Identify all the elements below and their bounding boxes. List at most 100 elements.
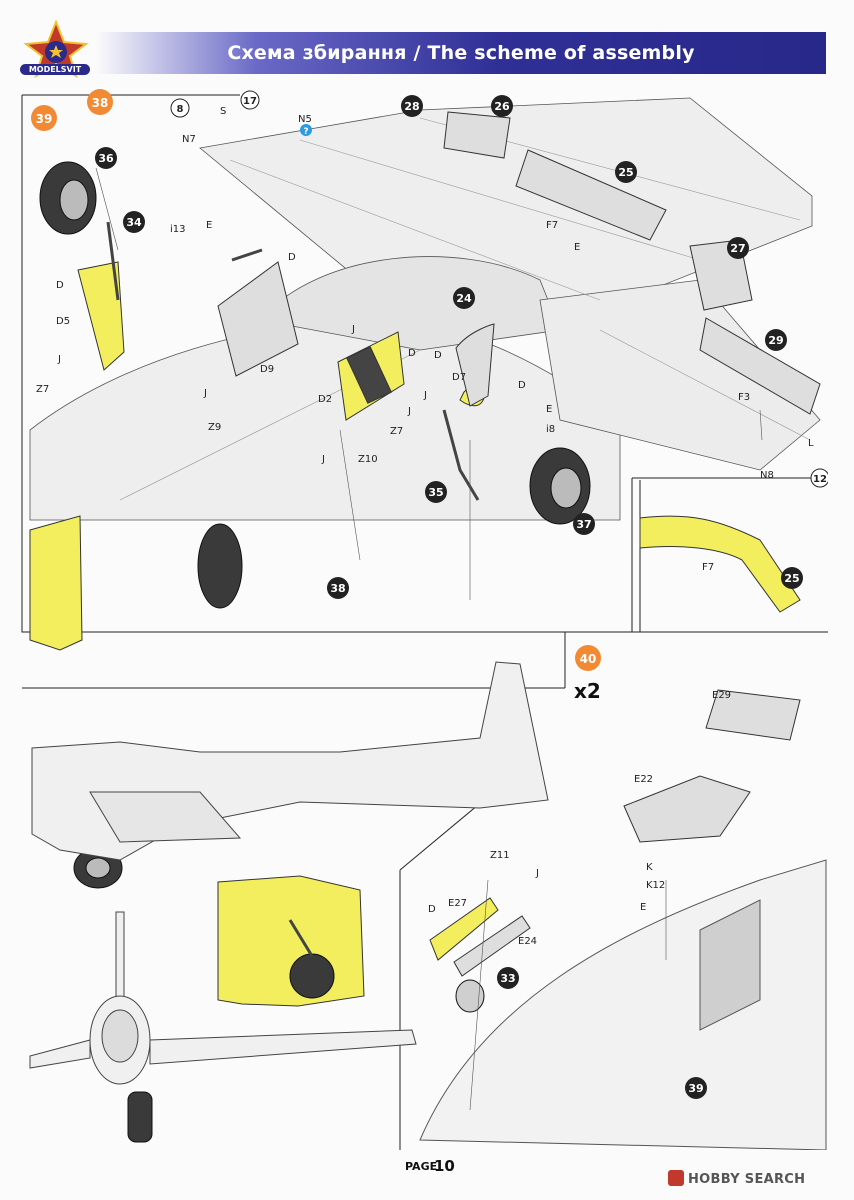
svg-text:J: J xyxy=(423,390,427,401)
quantity-x2: x2 xyxy=(574,679,601,703)
svg-text:D: D xyxy=(408,348,416,359)
step-marker-39: 39 xyxy=(31,105,57,131)
svg-text:E22: E22 xyxy=(634,774,653,785)
aircraft-side-view xyxy=(31,661,549,861)
part-number-callouts: 8 17 12 xyxy=(170,90,828,488)
svg-text:J: J xyxy=(535,868,539,879)
subassembly-callouts: 28 26 25 27 29 36 34 24 35 37 38 25 33 3… xyxy=(95,95,803,1099)
svg-text:D: D xyxy=(434,350,442,361)
svg-text:E: E xyxy=(546,404,552,415)
svg-text:L: L xyxy=(808,438,814,449)
wheel-inset xyxy=(197,523,243,609)
panel-e24 xyxy=(453,915,531,977)
gear-door-inset xyxy=(217,875,365,1007)
gear-leg-bay xyxy=(29,515,83,651)
grey-panels xyxy=(217,111,821,977)
svg-text:J: J xyxy=(203,388,207,399)
panel-d9 xyxy=(217,261,299,377)
svg-text:27: 27 xyxy=(730,242,745,255)
svg-text:i13: i13 xyxy=(170,224,186,235)
svg-text:N7: N7 xyxy=(182,134,196,145)
page-number: 10 xyxy=(434,1157,455,1175)
svg-text:E: E xyxy=(640,902,646,913)
door-e27 xyxy=(429,897,499,961)
svg-text:38: 38 xyxy=(330,582,345,595)
highlighted-parts xyxy=(29,261,801,1007)
svg-text:35: 35 xyxy=(428,486,443,499)
wheel-front xyxy=(127,1091,153,1143)
panel-29 xyxy=(699,317,821,415)
svg-text:37: 37 xyxy=(576,518,591,531)
svg-text:D: D xyxy=(428,904,436,915)
svg-text:Z7: Z7 xyxy=(36,384,49,395)
aircraft-front-view xyxy=(29,911,417,1085)
svg-text:34: 34 xyxy=(126,216,142,229)
fillet-inset xyxy=(639,515,801,613)
part-labels-bottom: E29 E22 K K12 E Z11 J D E27 E24 xyxy=(428,690,731,947)
panel-e29 xyxy=(705,689,801,741)
svg-text:D2: D2 xyxy=(318,394,332,405)
svg-text:29: 29 xyxy=(768,334,783,347)
svg-text:J: J xyxy=(321,454,325,465)
svg-text:F7: F7 xyxy=(546,220,558,231)
svg-text:D7: D7 xyxy=(452,372,466,383)
svg-text:26: 26 xyxy=(494,100,510,113)
svg-text:Z11: Z11 xyxy=(490,850,510,861)
svg-text:J: J xyxy=(57,354,61,365)
svg-text:N5: N5 xyxy=(298,114,312,125)
svg-text:Z7: Z7 xyxy=(390,426,403,437)
watermark-icon xyxy=(668,1170,684,1186)
svg-text:E29: E29 xyxy=(712,690,731,701)
svg-text:D: D xyxy=(518,380,526,391)
wheel-gear-inset xyxy=(289,953,335,999)
svg-text:Z10: Z10 xyxy=(358,454,378,465)
title-banner xyxy=(96,32,826,74)
svg-text:Z9: Z9 xyxy=(208,422,221,433)
panel-borders xyxy=(21,94,828,1150)
svg-text:F3: F3 xyxy=(738,392,750,403)
aircraft-top-view xyxy=(29,97,821,521)
svg-text:40: 40 xyxy=(580,652,597,666)
door-d5 xyxy=(77,261,125,371)
assembly-diagram: 39 38 40 x2 28 26 25 27 29 36 34 24 35 3… xyxy=(21,89,828,1150)
panel-d7-grey xyxy=(455,323,495,407)
svg-text:38: 38 xyxy=(92,96,109,110)
svg-text:25: 25 xyxy=(618,166,633,179)
logo-label: MODELSVIT xyxy=(20,64,90,75)
wheel-33 xyxy=(455,979,485,1013)
svg-text:J: J xyxy=(351,324,355,335)
leader-lines xyxy=(95,167,763,1111)
step-marker-40: 40 xyxy=(575,645,601,671)
svg-text:25: 25 xyxy=(784,572,799,585)
svg-text:12: 12 xyxy=(813,474,827,485)
help-icon: ? xyxy=(300,124,312,137)
svg-text:36: 36 xyxy=(98,152,114,165)
svg-text:E27: E27 xyxy=(448,898,467,909)
svg-text:E: E xyxy=(574,242,580,253)
svg-text:F7: F7 xyxy=(702,562,714,573)
step-marker-38: 38 xyxy=(87,89,113,115)
panel-26 xyxy=(443,111,511,159)
svg-text:K12: K12 xyxy=(646,880,665,891)
svg-text:E: E xyxy=(206,220,212,231)
svg-text:S: S xyxy=(220,106,226,117)
svg-text:24: 24 xyxy=(456,292,472,305)
panel-e22 xyxy=(623,775,751,843)
svg-text:E24: E24 xyxy=(518,936,537,947)
page-title: Схема збирання / The scheme of assembly xyxy=(227,42,695,64)
svg-text:D: D xyxy=(56,280,64,291)
svg-text:39: 39 xyxy=(688,1082,703,1095)
svg-text:J: J xyxy=(407,406,411,417)
svg-text:K: K xyxy=(646,862,653,873)
gear-struts xyxy=(106,221,480,957)
page-label: PAGE xyxy=(405,1160,438,1173)
aircraft-cockpit-view xyxy=(419,859,827,1150)
page-header: Схема збирання / The scheme of assembly … xyxy=(0,0,854,88)
panel-25 xyxy=(515,149,667,241)
watermark-text: HOBBY SEARCH xyxy=(688,1172,806,1187)
svg-text:N8: N8 xyxy=(760,470,774,481)
wheels xyxy=(39,161,591,1143)
svg-text:28: 28 xyxy=(404,100,419,113)
svg-text:D: D xyxy=(288,252,296,263)
svg-text:D5: D5 xyxy=(56,316,70,327)
